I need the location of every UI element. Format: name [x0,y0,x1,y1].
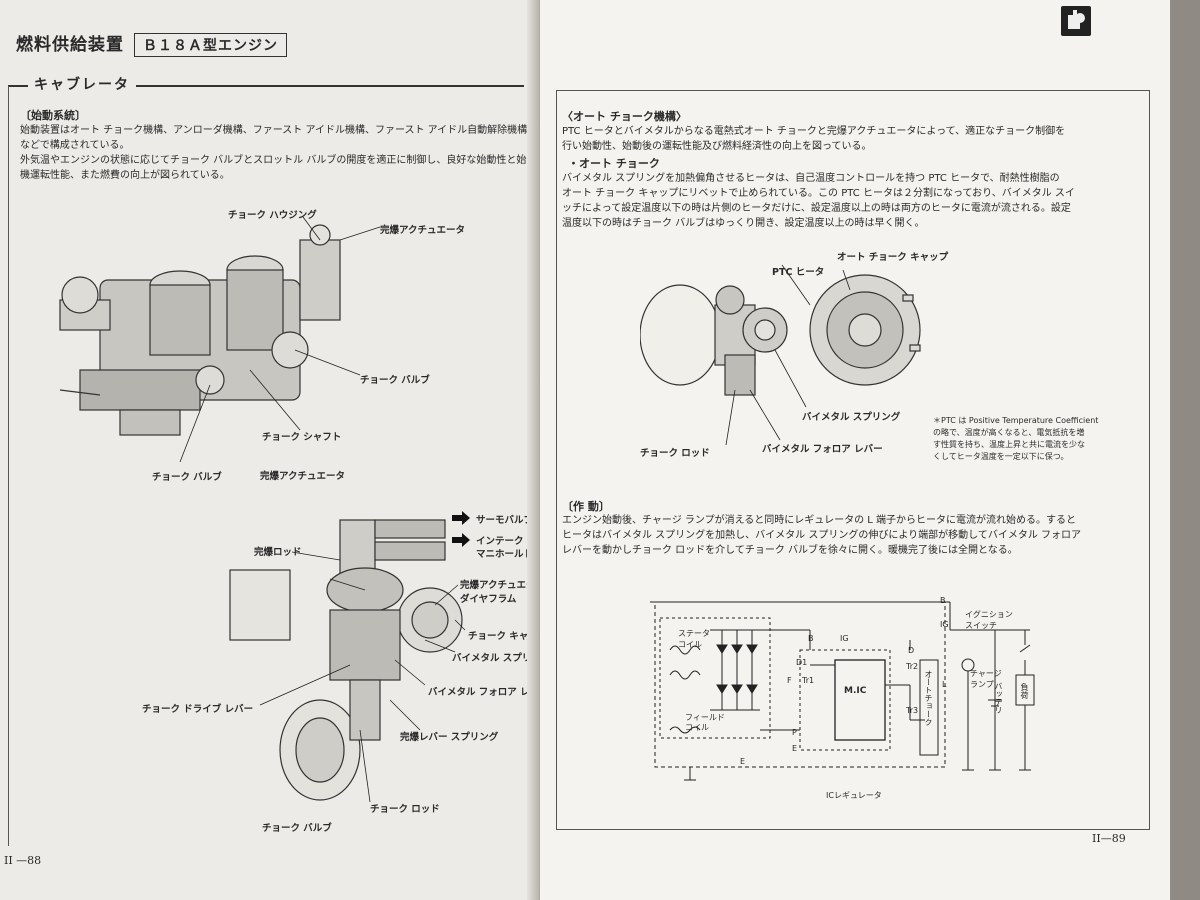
auto-choke-heading: 〈オート チョーク機構〉 [562,110,687,123]
operation-text: エンジン始動後、チャージ ランプが消えると同時にレギュレータの L 端子からヒー… [562,515,1082,556]
right-frame [556,90,1150,830]
circuit-tr1: Tr1 [802,676,815,685]
table-surface [1170,0,1200,900]
circuit-ig: IG [840,634,849,643]
circuit-stator-1: ステータ [678,629,710,638]
circuit-tr2: Tr2 [906,662,919,671]
label-choke-shaft: チョーク シャフト [262,432,342,443]
label-choke-housing: チョーク ハウジング [228,210,317,221]
page-number-left: II —88 [4,854,42,867]
actuator-illustration [229,511,470,803]
label-follower-lever-right: バイメタル フォロア レバー [762,444,883,455]
circuit-stator-2: コイル [678,640,702,649]
label-diaphragm-1: 完爆アクチュエータ [460,580,540,591]
label-diaphragm-2: ダイヤフラム [460,594,517,605]
charging-circuit-diagram [650,601,1035,781]
label-ptc: PTC ヒータ [772,267,825,278]
auto-choke-subtext: バイメタル スプリングを加熱偏角させるヒータは、自己温度コントロールを持つ PT… [562,173,1075,229]
engine-model-box: Ｂ１８Ａ型エンジン [134,33,287,57]
label-bimetal-spring: バイメタル スプリング [452,653,540,664]
right-page: 〈オート チョーク機構〉 PTC ヒータとバイメタルからなる電熱式オート チョー… [540,0,1170,900]
label-follower-lever: バイメタル フォロア レバー [428,687,540,698]
circuit-p: P [792,728,797,737]
carburetor-illustration [59,216,381,463]
auto-choke-illustration [640,264,921,445]
circuit-load: 負荷 [1020,683,1029,699]
label-thermo-valve: サーモバルブへ [476,515,540,526]
circuit-d: D [908,646,915,655]
circuit-tr3: Tr3 [906,706,919,715]
page-number-right: II—89 [1092,832,1126,845]
circuit-regulator: ICレギュレータ [826,791,882,800]
engine-icon [1061,6,1091,36]
label-rod: 完爆ロッド [254,547,302,558]
label-auto-cap: オート チョーク キャップ [837,252,949,263]
circuit-charge-2: ランプ [970,680,994,689]
carburetor-title: キャブレータ [28,74,136,94]
auto-choke-text: PTC ヒータとバイメタルからなる電熱式オート チョークと完爆アクチュエータによ… [562,126,1066,152]
starting-text: 始動装置はオート チョーク機構、アンローダ機構、ファースト アイドル機構、ファー… [20,125,528,181]
label-choke-valve-2: チョーク バルブ [152,472,222,483]
starting-heading: 〔始動系統〕 [20,109,86,122]
section-title: 燃料供給装置 [16,35,124,55]
circuit-battery: バッテリ [994,682,1003,714]
label-choke-valve-3: チョーク バルブ [262,823,332,834]
label-lever-spring: 完爆レバー スプリング [400,732,499,743]
circuit-f: F [787,676,792,685]
label-drive-lever: チョーク ドライブ レバー [142,704,254,715]
ptc-note: ＊PTC は Positive Temperature Coefficient … [933,416,1099,461]
label-intake: インテーク [476,536,524,547]
circuit-d1: D1 [796,658,808,667]
circuit-field-1: フィールド [685,713,725,722]
label-choke-rod: チョーク ロッド [370,804,440,815]
operation-heading: 〔作 動〕 [562,500,610,513]
circuit-field-2: コイル [685,723,709,732]
label-manifold: マニホールドへ [476,549,540,560]
left-frame [8,86,525,846]
label-choke-rod-right: チョーク ロッド [640,448,710,459]
left-page: 燃料供給装置 Ｂ１８Ａ型エンジン キャブレータ 〔始動系統〕 始動装置はオート … [0,0,540,900]
circuit-ignition-2: スイッチ [965,621,997,630]
label-choke-valve-1: チョーク バルブ [360,375,430,386]
circuit-mic: M.IC [844,686,867,696]
circuit-l: L [942,680,947,689]
circuit-ignition-1: イグニション [965,610,1013,619]
label-actuator-mid: 完爆アクチュエータ [260,471,346,482]
circuit-e2: E [740,757,746,766]
circuit-ig2: IG [940,620,949,629]
label-bimetal-spring-right: バイメタル スプリング [802,412,901,423]
circuit-b-top: B [940,596,946,605]
auto-choke-subheading: ・オート チョーク [568,157,660,170]
label-actuator-top: 完爆アクチュエータ [380,225,466,236]
label-choke-cap: チョーク キャップ [468,631,540,642]
circuit-b: B [808,634,814,643]
circuit-auto-choke: オートチョーク [924,670,933,726]
circuit-e: E [792,744,798,753]
carburetor-header: キャブレータ [8,74,524,96]
circuit-charge-1: チャージ [970,669,1002,678]
